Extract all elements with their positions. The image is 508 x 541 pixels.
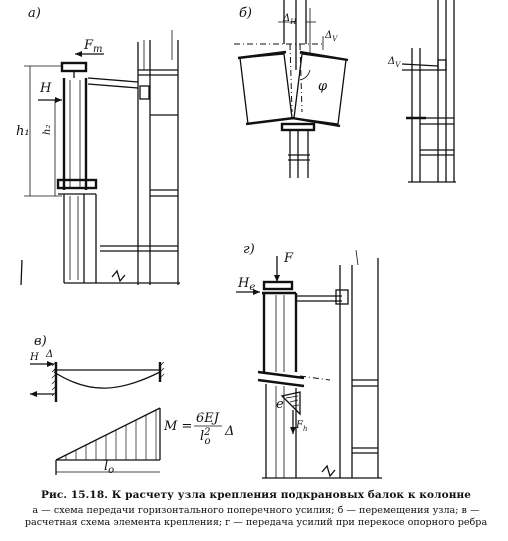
delta-v-panel-label: Δ [45, 349, 53, 360]
force-ft-label: Fт [83, 38, 103, 55]
delta-v-right-label: ΔV [387, 56, 401, 69]
moment-formula-label: M = [163, 419, 192, 434]
panel-g-label: г) [243, 242, 255, 257]
force-h-label: H [39, 81, 52, 96]
panel-v-label: в) [34, 334, 47, 349]
panel-b-label: б) [239, 6, 252, 21]
technical-drawing: а) [16, 0, 456, 479]
moment-formula-numerator: 6EJ [196, 411, 220, 426]
eccentricity-e-label: e [276, 397, 284, 412]
delta-h-label: ΔH [282, 13, 297, 26]
panel-g: г) F He [236, 242, 382, 479]
dimension-h1-label: h₁ [16, 124, 30, 139]
caption-title: Рис. 15.18. К расчету узла крепления под… [40, 489, 472, 501]
panel-a: а) [16, 6, 180, 286]
figure-caption: Рис. 15.18. К расчету узла крепления под… [6, 489, 506, 529]
panel-a-label: а) [28, 6, 41, 21]
delta-v-label: ΔV [324, 30, 338, 43]
force-he-label: He [237, 276, 255, 293]
rotation-phi-label: φ [318, 79, 328, 94]
moment-formula-delta: Δ [224, 424, 234, 439]
caption-body: а — схема передачи горизонтального попер… [24, 505, 488, 528]
force-fh-label: Fh [295, 420, 307, 433]
panel-b: б) ΔH ΔV φ [234, 0, 456, 183]
force-f-label: F [283, 251, 294, 266]
force-h-v-label: H [29, 352, 39, 363]
length-l0-label: lо [104, 459, 114, 476]
dimension-h2-label: h₂ [42, 125, 53, 135]
panel-v: в) H Δ l [29, 334, 234, 476]
